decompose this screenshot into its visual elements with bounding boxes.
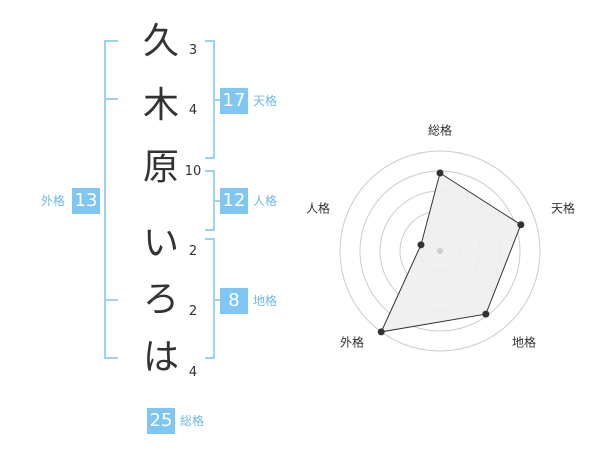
radar-label-chikaku: 地格: [511, 335, 537, 350]
soukaku-value: 25: [147, 408, 175, 434]
tenkaku-value: 17: [220, 88, 248, 114]
jinkaku-value: 12: [220, 188, 248, 214]
chikaku-bracket: [205, 238, 215, 359]
chikaku-label: 地格: [253, 294, 278, 308]
radar-point-2: [517, 221, 525, 229]
radar-label-jinkaku: 人格: [305, 201, 331, 216]
tenkaku-label: 天格: [253, 94, 278, 108]
jinkaku-label: 人格: [253, 194, 278, 208]
chikaku-value: 8: [220, 288, 248, 314]
name-char-1: 久: [142, 21, 179, 62]
gaikaku-label: 外格: [41, 194, 66, 208]
soukaku-label: 総格: [180, 414, 205, 428]
radar-center: [437, 248, 443, 254]
gaikaku-value: 13: [72, 188, 100, 214]
radar-label-tenkaku: 天格: [550, 201, 576, 216]
name-char-3: 原: [142, 147, 179, 188]
radar-polygon: [380, 172, 522, 333]
name-char-6: は: [142, 337, 179, 378]
stroke-count-5: 2: [188, 304, 198, 319]
radar-label-gaikaku: 外格: [339, 335, 365, 350]
stroke-count-1: 3: [188, 43, 198, 58]
radar-point-3: [482, 310, 490, 318]
stroke-count-3: 10: [184, 164, 202, 179]
radar-label-soukaku: 総格: [427, 123, 453, 138]
radar-ring: [339, 150, 541, 352]
gaikaku-bracket: [104, 40, 118, 359]
radar-point-4: [377, 328, 385, 336]
name-char-4: い: [142, 223, 179, 264]
radar-point-1: [436, 169, 444, 177]
stroke-count-6: 4: [188, 365, 198, 380]
radar-point-5: [417, 241, 425, 249]
name-char-2: 木: [142, 85, 179, 126]
stroke-count-4: 2: [188, 244, 198, 259]
stroke-count-2: 4: [188, 103, 198, 118]
name-char-5: ろ: [142, 279, 179, 320]
